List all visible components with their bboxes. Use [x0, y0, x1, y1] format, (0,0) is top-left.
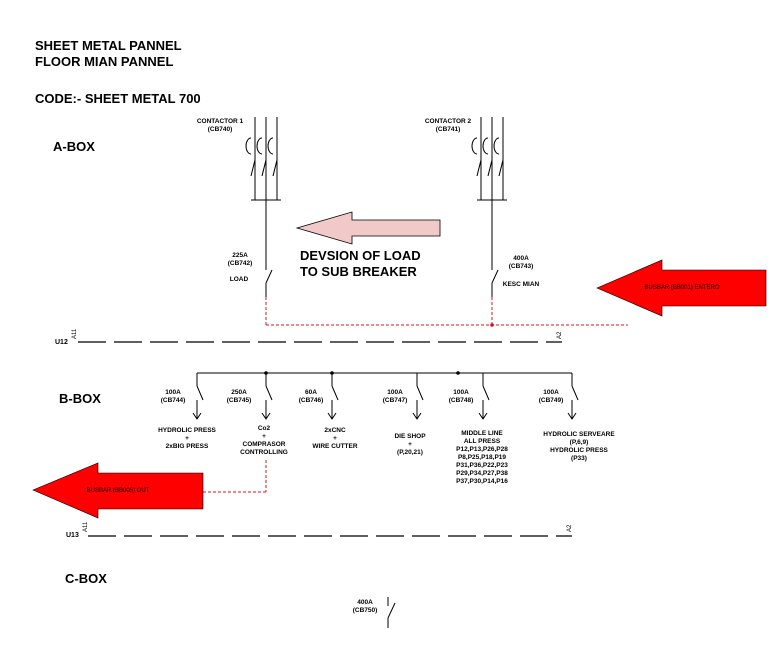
title-line-1: SHEET METAL PANNEL: [35, 38, 182, 53]
breaker-cb750-label: 400A(CB750): [352, 599, 378, 614]
bus-u12-label: U12: [55, 339, 68, 346]
load-path-dashed: [203, 297, 628, 493]
feeder-cb747-desc: DIE SHOP+(P,20,21): [394, 433, 426, 456]
feeder-cb748-label: 100A(CB748): [448, 389, 474, 404]
busbar-out-label: BUSBAR (BB005) OUT: [86, 488, 150, 494]
contactor-1-symbol: [245, 117, 281, 262]
breaker-cb743-load: KESC MIAN: [502, 281, 540, 288]
devision-arrow: [295, 211, 441, 245]
breaker-cb742-load: LOAD: [229, 276, 249, 283]
busbar-in-arrow: [596, 259, 767, 317]
contactor-2-symbol: [471, 117, 507, 262]
contactor-1-label: CONTACTOR 1(CB740): [196, 118, 244, 133]
feeder-cb746-label: 60A(CB746): [298, 389, 324, 404]
feeder-cb744-label: 100A(CB744): [160, 389, 186, 404]
b-box-label: B-BOX: [59, 391, 101, 406]
busbar-out-arrow: [32, 462, 204, 519]
bus-u12-a1-label: A11: [72, 328, 78, 339]
a-box-label: A-BOX: [53, 139, 95, 154]
breaker-cb742-label: 225A(CB742): [227, 252, 253, 267]
bus-u13-a2-label: A2: [567, 524, 573, 532]
breaker-cb743-symbol: [491, 262, 499, 297]
feeder-cb745-label: 250A(CB745): [226, 389, 252, 404]
feeder-breaker-symbols: [192, 385, 579, 420]
breaker-cb743-label: 400A(CB743): [508, 255, 534, 270]
contactor-2-label: CONTACTOR 2(CB741): [424, 118, 472, 133]
feeder-cb749-desc: HYDROLIC SERVEARE(P,6,9)HYDROLIC PRESS(P…: [543, 431, 615, 462]
feeder-cb744-desc: HYDROLIC PRESS+2xBIG PRESS: [158, 427, 216, 450]
devision-text-line-1: DEVSION OF LOAD: [300, 248, 421, 263]
b-box-distribution: [196, 372, 573, 386]
bus-u12-a2-label: A2: [557, 331, 563, 339]
c-box-label: C-BOX: [65, 571, 107, 586]
busbar-in-label: BUSBAR (BB001) ENTERO: [644, 285, 720, 291]
feeder-cb747-label: 100A(CB747): [382, 389, 408, 404]
code-label: CODE:- SHEET METAL 700: [35, 91, 201, 106]
breaker-cb750-symbol: [387, 597, 396, 628]
breaker-cb742-symbol: [265, 262, 273, 297]
devision-text-line-2: TO SUB BREAKER: [300, 264, 417, 279]
bus-u13-a1-label: A11: [83, 521, 89, 532]
feeder-cb746-desc: 2xCNC+WIRE CUTTER: [312, 427, 358, 450]
title-line-2: FLOOR MIAN PANNEL: [35, 54, 174, 69]
feeder-cb749-label: 100A(CB749): [538, 389, 564, 404]
bus-u13-label: U13: [66, 532, 79, 539]
